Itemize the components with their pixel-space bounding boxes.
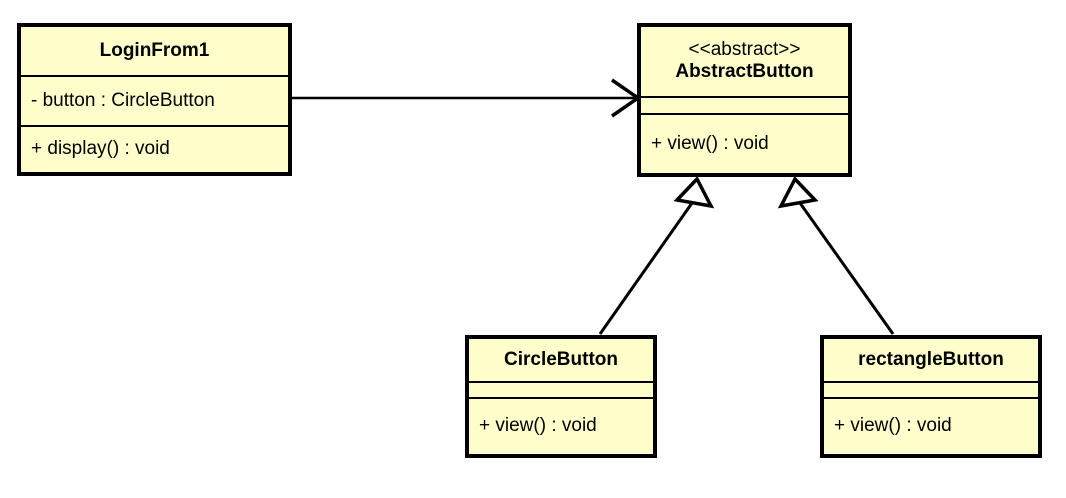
operation-item: + view() : void [834, 415, 952, 437]
class-operations-compartment: + view() : void [824, 399, 1038, 454]
class-box-loginfrom1[interactable]: LoginFrom1 - button : CircleButton + dis… [17, 23, 292, 176]
attribute-item: - button : CircleButton [31, 89, 215, 111]
hollow-triangle-arrowhead-icon [673, 176, 715, 209]
class-name-compartment: <<abstract>> AbstractButton [641, 27, 848, 98]
class-name-label: LoginFrom1 [99, 39, 210, 61]
class-operations-compartment: + display() : void [21, 127, 288, 172]
class-stereotype-label: <<abstract>> [688, 39, 801, 61]
class-attributes-compartment [641, 98, 848, 115]
generalization-rectanglebutton-abstractbutton[interactable] [777, 176, 895, 335]
class-box-abstractbutton[interactable]: <<abstract>> AbstractButton + view() : v… [637, 23, 852, 177]
generalization-line [598, 202, 694, 335]
operation-item: + view() : void [479, 415, 597, 437]
operation-item: + display() : void [31, 138, 170, 160]
operation-item: + view() : void [651, 132, 769, 154]
class-box-circlebutton[interactable]: CircleButton + view() : void [465, 335, 657, 458]
class-attributes-compartment: - button : CircleButton [21, 77, 288, 127]
class-attributes-compartment [469, 383, 653, 399]
class-operations-compartment: + view() : void [641, 115, 848, 173]
class-name-compartment: CircleButton [469, 339, 653, 383]
generalization-line [798, 202, 895, 335]
class-box-rectanglebutton[interactable]: rectangleButton + view() : void [820, 335, 1042, 458]
open-arrowhead-icon [611, 78, 642, 118]
generalization-circlebutton-abstractbutton[interactable] [598, 176, 715, 335]
class-name-compartment: rectangleButton [824, 339, 1038, 383]
association-loginfrom1-abstractbutton[interactable] [292, 78, 642, 118]
class-name-label: rectangleButton [858, 348, 1004, 370]
class-name-label: CircleButton [504, 348, 618, 370]
class-name-compartment: LoginFrom1 [21, 27, 288, 77]
hollow-triangle-arrowhead-icon [777, 176, 819, 209]
class-name-label: AbstractButton [675, 61, 814, 83]
class-operations-compartment: + view() : void [469, 399, 653, 454]
class-attributes-compartment [824, 383, 1038, 399]
